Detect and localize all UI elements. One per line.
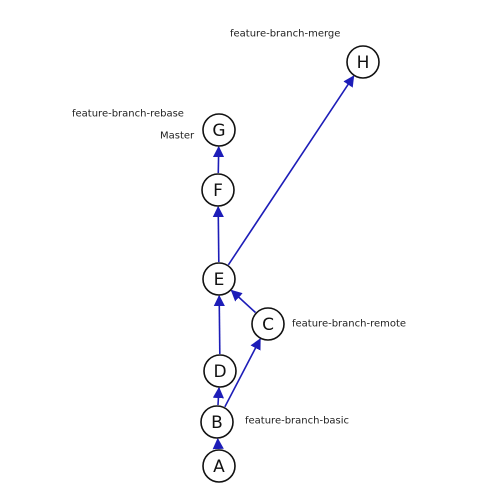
commit-circle-f bbox=[201, 173, 235, 207]
commit-label-f: F bbox=[213, 181, 223, 201]
commit-label-a: A bbox=[213, 457, 225, 477]
commit-node-g: G bbox=[202, 113, 236, 147]
commit-circle-g bbox=[202, 113, 236, 147]
commit-label-e: E bbox=[214, 270, 225, 290]
commit-node-e: E bbox=[202, 262, 236, 296]
commit-label-g: G bbox=[212, 121, 225, 141]
commit-circle-h bbox=[346, 45, 380, 79]
commit-node-b: B bbox=[200, 405, 234, 439]
commit-node-a: A bbox=[202, 449, 236, 483]
edge-d-e bbox=[213, 294, 225, 355]
label-feature-branch-basic: feature-branch-basic bbox=[245, 416, 349, 427]
label-master: Master bbox=[160, 131, 195, 142]
commit-node-f: F bbox=[201, 173, 235, 207]
nodes-layer: A B C D E F G H bbox=[200, 45, 380, 483]
edge-b-d bbox=[212, 386, 225, 406]
label-feature-branch-merge: feature-branch-merge bbox=[230, 29, 340, 40]
commit-circle-b bbox=[200, 405, 234, 439]
label-feature-branch-rebase: feature-branch-rebase bbox=[72, 109, 184, 120]
commit-label-b: B bbox=[211, 413, 223, 433]
edge-e-f bbox=[212, 205, 224, 263]
edge-b-c bbox=[224, 338, 261, 408]
commit-circle-c bbox=[251, 307, 285, 341]
edges-layer bbox=[212, 75, 355, 450]
label-feature-branch-remote: feature-branch-remote bbox=[292, 319, 406, 330]
commit-circle-d bbox=[203, 354, 237, 388]
edge-c-e bbox=[230, 289, 257, 314]
branch-labels-layer: feature-branch-merge feature-branch-reba… bbox=[72, 29, 406, 427]
commit-node-d: D bbox=[203, 354, 237, 388]
edge-e-h bbox=[227, 75, 355, 266]
commit-label-h: H bbox=[357, 53, 370, 73]
commit-node-h: H bbox=[346, 45, 380, 79]
commit-node-c: C bbox=[251, 307, 285, 341]
commit-circle-a bbox=[202, 449, 236, 483]
commit-circle-e bbox=[202, 262, 236, 296]
commit-label-d: D bbox=[213, 362, 226, 382]
commit-label-c: C bbox=[262, 315, 274, 335]
